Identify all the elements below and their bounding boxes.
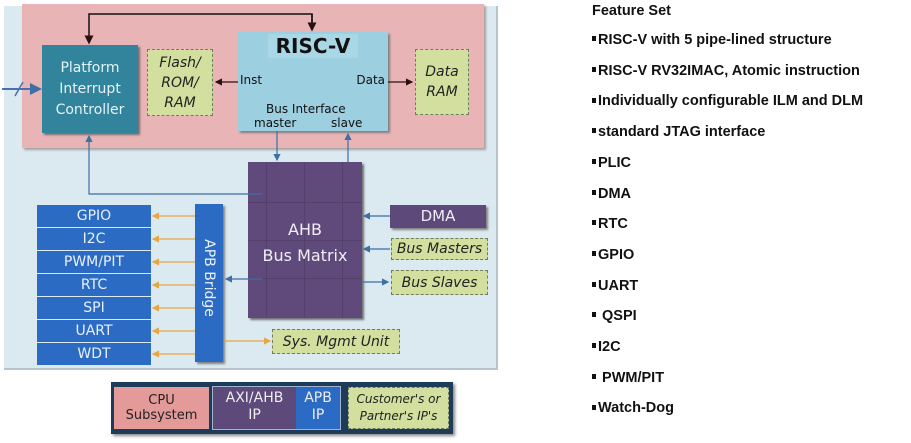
flash-label-line: Flash/ [159, 55, 201, 71]
ahb-label: AHB Bus Matrix [248, 217, 362, 269]
inst-port-label: Inst [240, 73, 263, 87]
bullet-icon [592, 281, 596, 287]
matrix-grid-line [248, 202, 362, 203]
bus-slaves-block: Bus Slaves [391, 270, 488, 295]
peripheral-uart: UART [37, 320, 151, 342]
plic-block: Platform Interrupt Controller [42, 45, 138, 133]
legend-cpu-subsystem: CPU Subsystem [114, 387, 209, 429]
legend-label-line: APB [304, 390, 332, 406]
feature-text: RISC-V with 5 pipe-lined structure [598, 32, 832, 48]
feature-item: standard JTAG interface [592, 124, 765, 140]
legend-label-line: Partner's IP's [359, 409, 438, 423]
feature-set-title: Feature Set [592, 3, 671, 19]
ahb-label-line: Bus Matrix [262, 246, 348, 265]
feature-text: Individually configurable ILM and DLM [598, 93, 864, 110]
bullet-icon [592, 404, 596, 410]
sys-mgmt-unit-block: Sys. Mgmt Unit [272, 329, 400, 354]
dma-block: DMA [390, 205, 486, 228]
peripheral-i2c: I2C [37, 228, 151, 250]
legend-axi-ahb-ip: AXI/AHB IP [213, 387, 296, 429]
feature-text: standard JTAG interface [598, 124, 766, 141]
data-ram-label-line: RAM [426, 84, 458, 100]
feature-item: DMA [592, 186, 631, 202]
legend-label-line: AXI/AHB [225, 390, 284, 406]
flash-label-line: ROM/ [161, 75, 199, 91]
feature-text: I2C [598, 339, 621, 355]
feature-item: UART [592, 278, 638, 294]
feature-item: GPIO [592, 247, 634, 263]
feature-item: Individually configurable ILM and DLM [592, 93, 863, 109]
data-port-label: Data [356, 73, 385, 87]
bullet-icon [592, 220, 596, 226]
feature-item: I2C [592, 339, 621, 355]
feature-text: Watch-Dog [598, 400, 674, 417]
riscv-title: RISC-V [268, 34, 358, 58]
peripheral-pwm-pit: PWM/PIT [37, 251, 151, 273]
master-port-label: master [254, 116, 297, 130]
feature-item: RISC-V with 5 pipe-lined structure [592, 32, 832, 48]
riscv-to-plic-arrow [84, 13, 313, 45]
bullet-icon [592, 66, 596, 72]
ahb-bus-matrix-block: AHB Bus Matrix [248, 162, 362, 318]
peripheral-wdt: WDT [37, 343, 151, 365]
legend-label-line: Subsystem [125, 408, 198, 423]
legend-apb-ip: APB IP [296, 387, 340, 429]
feature-text: RTC [598, 216, 628, 233]
feature-text: DMA [598, 185, 632, 202]
matrix-grid-line [248, 240, 362, 241]
feature-text: PWM/PIT [598, 369, 665, 386]
feature-item: RTC [592, 216, 628, 232]
feature-item: PLIC [592, 155, 631, 171]
bus-masters-block: Bus Masters [391, 238, 488, 260]
legend: CPU Subsystem AXI/AHB IP APB IP Customer… [111, 382, 453, 434]
ahb-to-plic-arrow [85, 134, 262, 195]
slave-port-label: slave [331, 116, 363, 130]
legend-label-line: CPU [148, 393, 175, 408]
flash-label-line: RAM [164, 95, 196, 111]
feature-item: RISC-V RV32IMAC, Atomic instruction [592, 63, 860, 79]
connection-arrows [2, 13, 414, 358]
bullet-icon [592, 373, 596, 379]
data-ram-label-line: Data [425, 64, 459, 80]
ahb-label-line: AHB [288, 220, 322, 239]
bullet-icon [592, 158, 596, 164]
bullet-icon [592, 128, 596, 134]
feature-item: Watch-Dog [592, 400, 674, 416]
bullet-icon [592, 36, 596, 42]
feature-item: QSPI [592, 308, 637, 324]
legend-label-line: IP [248, 407, 261, 423]
plic-label-line: Platform [60, 60, 120, 76]
feature-text: RISC-V RV32IMAC, Atomic instruction [598, 62, 860, 79]
bus-width-slash [14, 81, 24, 97]
bullet-icon [592, 251, 596, 257]
legend-customer-ip: Customer's or Partner's IP's [348, 387, 449, 429]
matrix-grid-line [248, 278, 362, 279]
bullet-icon [592, 189, 596, 195]
feature-text: UART [598, 277, 639, 294]
data-ram-block: Data RAM [415, 49, 469, 115]
legend-label-line: IP [311, 407, 325, 423]
bullet-icon [592, 312, 596, 318]
bus-interface-label: Bus Interface [266, 102, 346, 116]
riscv-core-block: RISC-V Inst Data Bus Interface master sl… [238, 32, 388, 131]
peripheral-rtc: RTC [37, 274, 151, 296]
peripheral-spi: SPI [37, 297, 151, 319]
plic-label-line: Interrupt [59, 81, 121, 97]
bullet-icon [592, 343, 596, 349]
legend-ip-group: AXI/AHB IP APB IP [212, 386, 341, 430]
apb-bridge-block: APB Bridge [195, 204, 223, 362]
flash-rom-ram-block: Flash/ ROM/ RAM [147, 49, 213, 116]
feature-item: PWM/PIT [592, 370, 664, 386]
feature-text: PLIC [598, 154, 632, 171]
peripheral-gpio: GPIO [37, 205, 151, 227]
feature-text: QSPI [598, 308, 637, 325]
legend-label-line: Customer's or [356, 392, 441, 406]
bullet-icon [592, 97, 596, 103]
plic-label-line: Controller [55, 102, 125, 118]
feature-text: GPIO [598, 246, 635, 263]
